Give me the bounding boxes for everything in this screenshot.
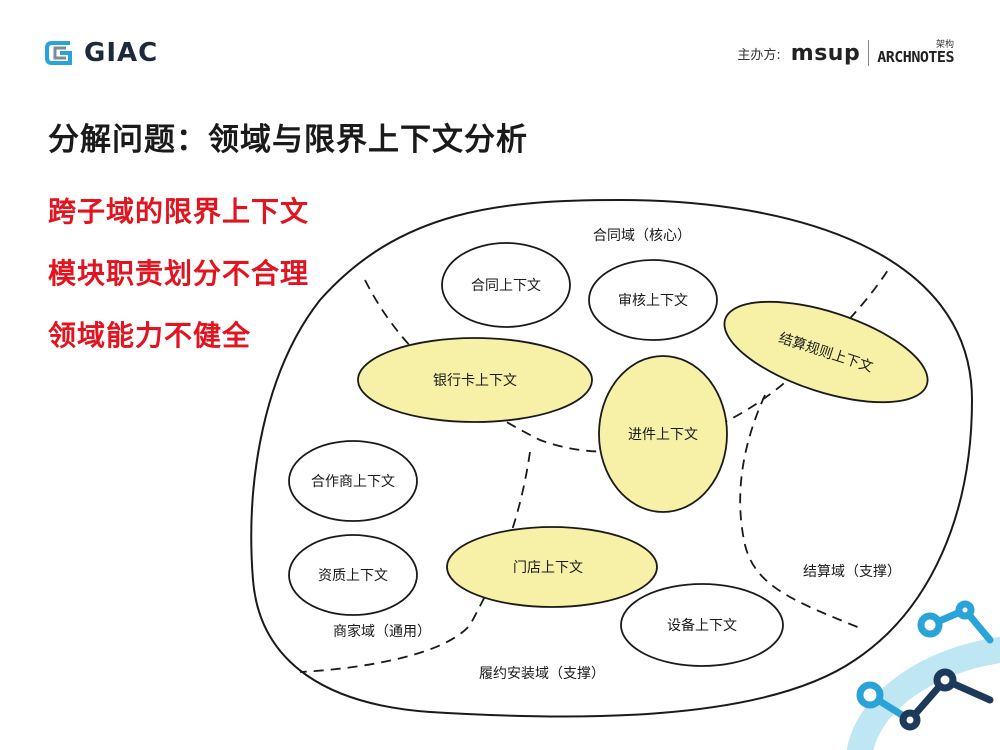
- sponsor-label: 主办方:: [737, 47, 781, 63]
- settlement-domain-boundary: [739, 394, 861, 629]
- store-context-ellipse: [446, 526, 658, 608]
- contract-context-ellipse: [441, 242, 571, 328]
- store-context-label: 门店上下文: [513, 560, 583, 576]
- problem-item: 模块职责划分不合理: [48, 257, 310, 290]
- archnotes-logo: 架构 ARCHNOTES: [877, 41, 954, 65]
- settlement-rule-context-ellipse: [723, 300, 929, 404]
- bank-card-context-label: 银行卡上下文: [433, 373, 517, 389]
- problem-item: 跨子域的限界上下文: [48, 195, 310, 228]
- giac-logo-text: GIAC: [84, 38, 159, 68]
- contract-context-label: 合同上下文: [471, 278, 541, 294]
- sponsor-block: 主办方: msup 架构 ARCHNOTES: [737, 40, 954, 66]
- settlement-domain-label: 结算域（支撑）: [803, 564, 901, 580]
- audit-context-label: 审核上下文: [618, 293, 688, 309]
- partner-context-ellipse: [288, 440, 418, 522]
- partner-context-label: 合作商上下文: [311, 474, 395, 490]
- outer-boundary: [250, 198, 974, 718]
- qualification-context-label: 资质上下文: [318, 568, 388, 584]
- giac-logo-icon: [45, 41, 72, 65]
- device-context-ellipse: [620, 583, 784, 667]
- fulfillment-domain-label: 履约安装域（支撑）: [479, 666, 605, 682]
- progress-context-label: 进件上下文: [628, 427, 698, 443]
- contract-domain-label: 合同域（核心）: [593, 228, 691, 244]
- audit-context-ellipse: [588, 259, 718, 341]
- merchant-domain-label: 商家域（通用）: [333, 623, 431, 640]
- merchant-fulfillment-boundary: [299, 451, 531, 673]
- problem-list: 跨子域的限界上下文 模块职责划分不合理 领域能力不健全: [48, 192, 309, 378]
- bank-card-context-ellipse: [357, 337, 593, 423]
- qualification-context-ellipse: [288, 534, 418, 616]
- molecule-decoration-icon: [847, 600, 1000, 750]
- archnotes-text: ARCHNOTES: [877, 48, 954, 66]
- page-title: 分解问题：领域与限界上下文分析: [48, 122, 528, 158]
- giac-logo: GIAC: [44, 38, 158, 68]
- device-context-label: 设备上下文: [667, 617, 737, 634]
- sponsor-divider: [868, 40, 870, 66]
- progress-context-ellipse: [598, 355, 728, 513]
- archnotes-cn: 架构: [935, 40, 954, 50]
- msup-logo: msup: [790, 40, 861, 66]
- problem-item: 领域能力不健全: [48, 319, 252, 352]
